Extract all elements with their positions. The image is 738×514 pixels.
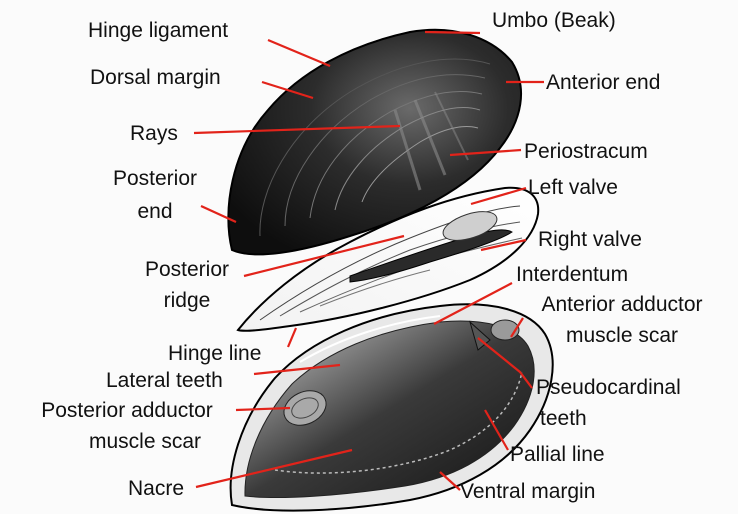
label-pseudocardinal-teeth: Pseudocardinal teeth [536,375,681,431]
label-nacre: Nacre [128,476,184,501]
label-right-valve: Right valve [538,227,642,252]
label-anterior-adductor-line2: muscle scar [514,323,730,348]
label-lateral-teeth: Lateral teeth [106,368,223,393]
label-interdentum: Interdentum [516,262,628,287]
label-ventral-margin: Ventral margin [460,479,595,504]
label-posterior-adductor: Posterior adductor muscle scar [12,398,242,454]
label-posterior-ridge-line2: ridge [128,288,246,313]
label-left-valve: Left valve [528,175,618,200]
label-hinge-line: Hinge line [168,341,261,366]
label-anterior-adductor: Anterior adductor muscle scar [514,292,730,348]
label-posterior-adductor-line2: muscle scar [48,429,242,454]
label-anterior-adductor-line1: Anterior adductor [514,292,730,317]
label-posterior-ridge-line1: Posterior [128,257,246,282]
label-umbo: Umbo (Beak) [492,8,616,33]
label-posterior-end-line1: Posterior [96,166,214,191]
label-hinge-ligament: Hinge ligament [88,18,228,43]
label-anterior-end: Anterior end [546,70,660,95]
label-dorsal-margin: Dorsal margin [90,65,221,90]
label-rays: Rays [130,121,178,146]
label-periostracum: Periostracum [524,139,648,164]
leader-umbo [425,32,480,33]
label-posterior-end: Posterior end [96,166,214,224]
label-posterior-ridge: Posterior ridge [128,257,246,313]
label-posterior-adductor-line1: Posterior adductor [12,398,242,423]
leader-hinge-ligament [268,40,330,66]
label-posterior-end-line2: end [96,199,214,224]
label-pseudocardinal-line1: Pseudocardinal [536,375,681,400]
label-pallial-line: Pallial line [510,442,605,467]
label-pseudocardinal-line2: teeth [540,406,681,431]
leader-hinge-line [288,328,296,347]
